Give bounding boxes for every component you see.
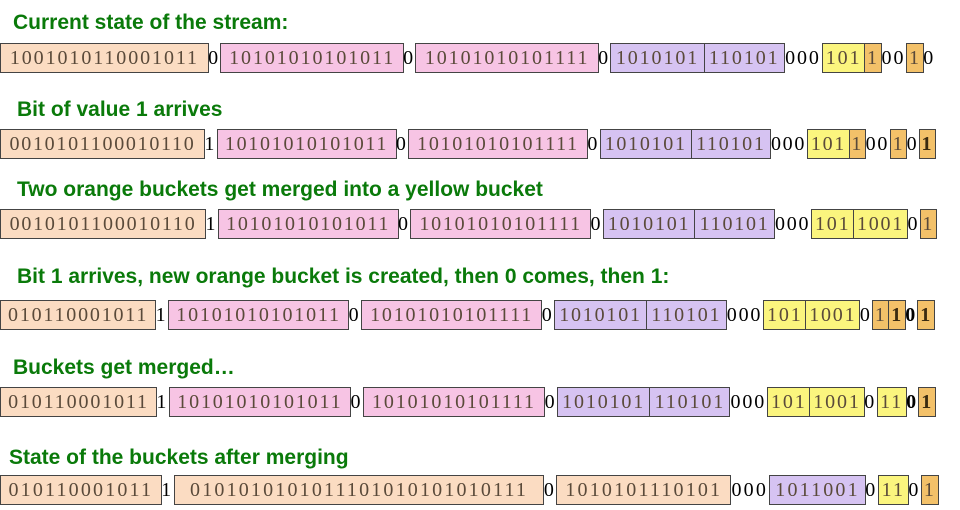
unbucketed-bits: 00 <box>865 133 890 155</box>
unbucketed-bits: 0 <box>348 304 361 326</box>
purple-bucket: 110101 <box>649 387 731 417</box>
orange-bucket: 1 <box>906 43 924 73</box>
unbucketed-bits: 0 <box>587 133 600 155</box>
unbucketed-bits: 0 <box>907 213 920 235</box>
pink-bucket: 10101010101111 <box>415 43 599 73</box>
pink-bucket: 10101010101011 <box>168 387 352 417</box>
unbucketed-bits: 0 <box>859 304 872 326</box>
peach-bucket: 010110001011 <box>0 475 162 505</box>
purple-bucket: 110101 <box>646 300 727 330</box>
unbucketed-bits: 0 <box>350 391 363 413</box>
yellow-bucket: 11 <box>876 387 907 417</box>
unbucketed-bits: 0 <box>544 391 557 413</box>
pink-bucket: 10101010101011 <box>217 209 399 239</box>
purple-bucket: 1010101 <box>602 209 696 239</box>
unbucketed-bits: 0 <box>541 304 554 326</box>
unbucketed-bits: 0 <box>598 47 611 69</box>
unbucketed-bits: 1 <box>161 479 174 501</box>
purple-bucket: 1010101 <box>553 300 648 330</box>
unbucketed-bits: 0 <box>905 304 918 326</box>
yellow-bucket: 101 <box>763 300 807 330</box>
unbucketed-bits: 0 <box>865 479 878 501</box>
purple-bucket: 110101 <box>690 129 771 159</box>
step-4-title: Bit 1 arrives, new orange bucket is crea… <box>17 265 670 288</box>
orange-bucket: 1 <box>889 129 908 159</box>
unbucketed-bits: 000 <box>731 479 769 501</box>
pink-bucket: 10101010101111 <box>408 129 588 159</box>
unbucketed-bits: 0 <box>906 133 919 155</box>
orange-bucket: 1 <box>919 209 938 239</box>
purple-bucket: 1010101 <box>599 129 692 159</box>
purple-bucket: 1010101 <box>610 43 705 73</box>
orange-bucket: 1 <box>888 300 906 330</box>
step-3-title: Two orange buckets get merged into a yel… <box>17 178 543 201</box>
yellow-bucket: 101 <box>807 129 850 159</box>
yellow-bucket: 101 <box>811 209 854 239</box>
orange-bucket: 1 <box>918 387 936 417</box>
step-5-title: Buckets get merged… <box>13 356 235 379</box>
orange-bucket: 1 <box>918 129 936 159</box>
pink-bucket: 10101010101111 <box>360 300 543 330</box>
unbucketed-bits: 0 <box>908 479 921 501</box>
unbucketed-bits: 0 <box>590 213 603 235</box>
unbucketed-bits: 000 <box>726 304 763 326</box>
orange-bucket: 1 <box>872 300 890 330</box>
unbucketed-bits: 0 <box>395 133 408 155</box>
purple-bucket: 110101 <box>694 209 775 239</box>
unbucketed-bits: 0 <box>906 391 918 413</box>
unbucketed-bits: 1 <box>205 213 218 235</box>
step-6-title: State of the buckets after merging <box>9 446 349 469</box>
unbucketed-bits: 0 <box>923 47 936 69</box>
unbucketed-bits: 0 <box>397 213 410 235</box>
orange-bucket: 1 <box>864 43 882 73</box>
yellow-bucket: 1001 <box>805 300 861 330</box>
pink-bucket: 10101010101011 <box>216 129 397 159</box>
yellow-bucket: 11 <box>877 475 909 505</box>
unbucketed-bits: 0 <box>864 391 877 413</box>
unbucketed-bits: 0 <box>208 47 221 69</box>
yellow-bucket: 101 <box>767 387 811 417</box>
yellow-bucket: 101 <box>822 43 866 73</box>
peach-bucket: 1010101110101 <box>556 475 732 505</box>
unbucketed-bits: 0 <box>403 47 416 69</box>
pink-bucket: 10101010101011 <box>167 300 350 330</box>
orange-bucket: 1 <box>917 300 935 330</box>
peach-bucket: 010110001011 <box>0 387 157 417</box>
unbucketed-bits: 0 <box>543 479 557 501</box>
unbucketed-bits: 000 <box>774 213 811 235</box>
purple-bucket: 1010101 <box>556 387 651 417</box>
orange-bucket: 1 <box>921 475 940 505</box>
peach-bucket: 1001010110001011 <box>0 43 209 73</box>
peach-bucket: 0010101100010110 <box>0 129 205 159</box>
purple-bucket: 110101 <box>703 43 785 73</box>
peach-bucket: 0010101100010110 <box>0 209 207 239</box>
step-2-title: Bit of value 1 arrives <box>17 98 223 121</box>
unbucketed-bits: 00 <box>881 47 906 69</box>
purple-bucket: 1011001 <box>769 475 866 505</box>
unbucketed-bits: 1 <box>155 304 168 326</box>
yellow-bucket: 1001 <box>852 209 909 239</box>
unbucketed-bits: 000 <box>785 47 821 69</box>
pink-bucket: 10101010101111 <box>362 387 546 417</box>
yellow-bucket: 1001 <box>809 387 865 417</box>
pink-bucket: 10101010101011 <box>220 43 404 73</box>
step-1-title: Current state of the stream: <box>13 11 289 34</box>
pink-bucket: 10101010101111 <box>410 209 592 239</box>
peach-bucket: 0101010101011101010101010111 <box>173 475 545 505</box>
peach-bucket: 010110001011 <box>0 300 157 330</box>
orange-bucket: 1 <box>848 129 866 159</box>
unbucketed-bits: 1 <box>156 391 169 413</box>
unbucketed-bits: 000 <box>730 391 767 413</box>
unbucketed-bits: 1 <box>204 133 217 155</box>
unbucketed-bits: 000 <box>770 133 807 155</box>
